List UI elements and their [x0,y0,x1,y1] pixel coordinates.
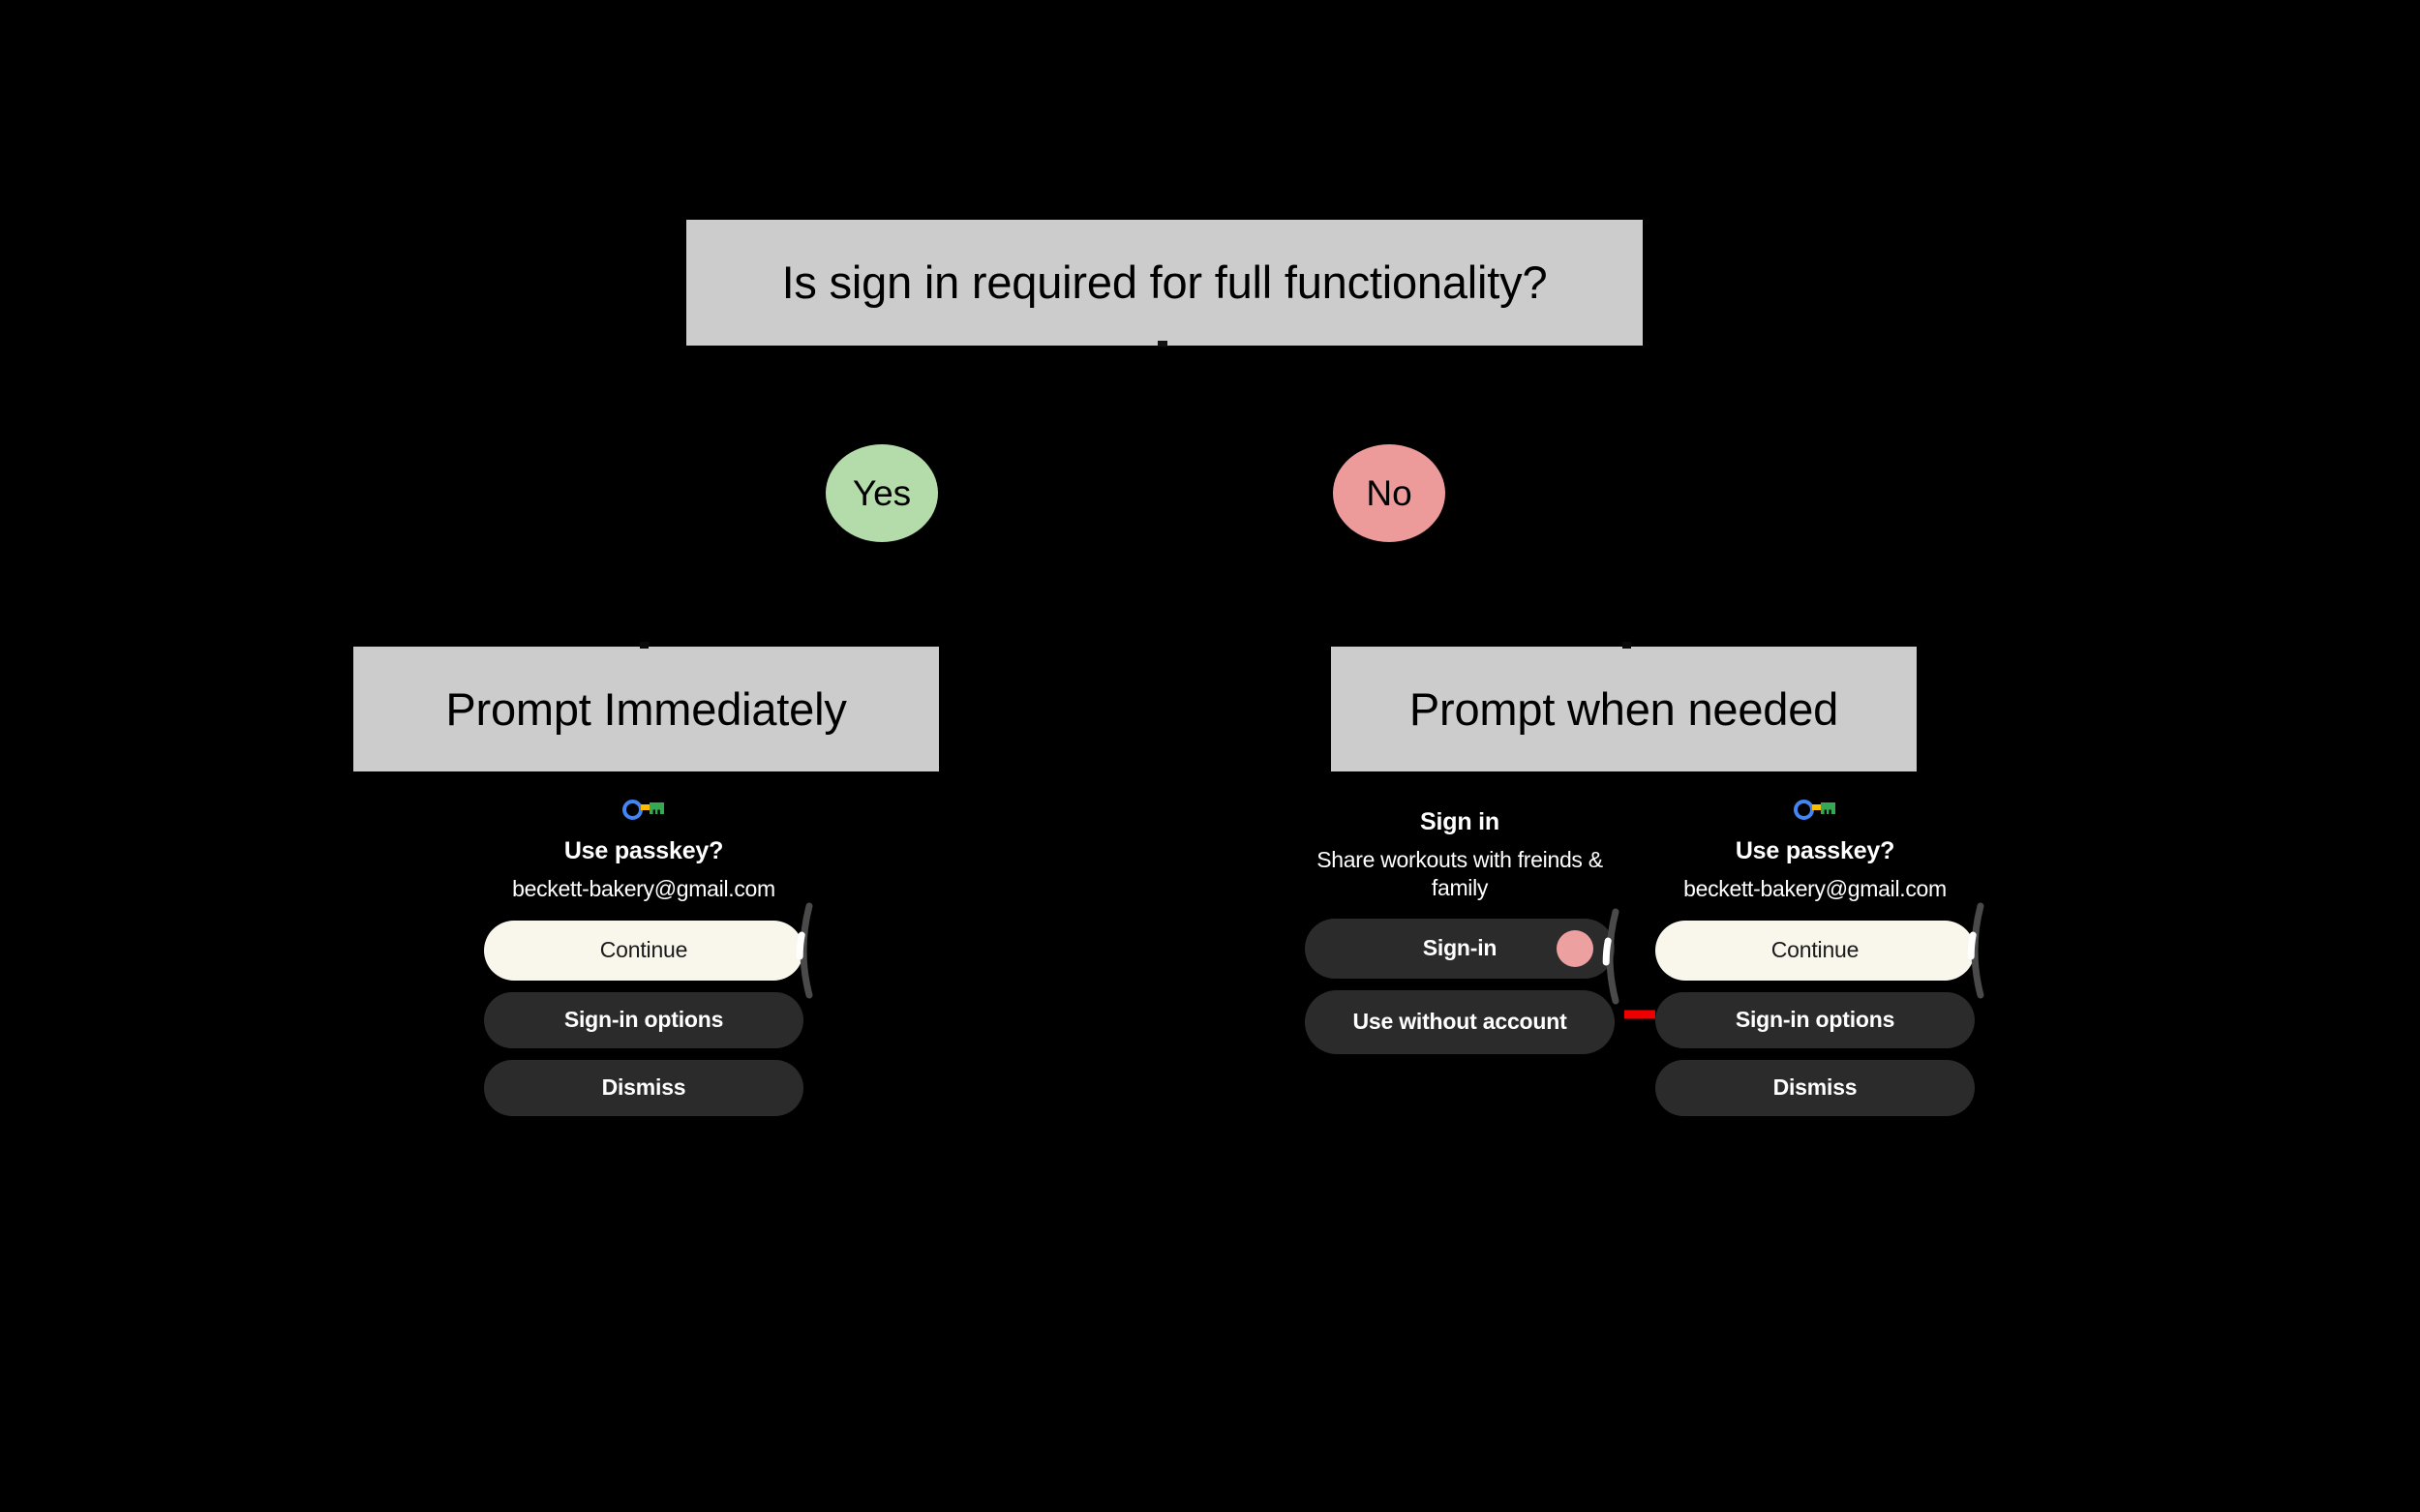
passkey-ring-icon [622,800,643,820]
connector-stub-right [1622,642,1631,649]
device-right-subtitle: beckett-bakery@gmail.com [1683,875,1947,901]
sign-in-badge-dot-icon [1557,930,1593,968]
continue-button[interactable]: Continue [484,920,803,981]
connector-stub-left [640,642,649,649]
passkey-shaft-icon [641,804,651,810]
scrollbar-middle[interactable] [1598,908,1623,1005]
dismiss-button[interactable]: Dismiss [484,1059,803,1116]
device-right-title: Use passkey? [1735,837,1895,864]
sign-in-button[interactable]: Sign-in [1305,919,1615,980]
google-passkey-icon [1794,799,1836,820]
passkey-head-icon [1821,802,1835,814]
device-left-subtitle: beckett-bakery@gmail.com [512,875,775,901]
branch-circle-no: No [1333,444,1445,542]
device-left-title: Use passkey? [563,837,724,864]
scrollbar-left[interactable] [792,902,817,999]
passkey-head-icon [650,802,664,814]
passkey-shaft-icon [1812,804,1823,810]
device-middle-subtitle: Share workouts with freinds & family [1316,846,1603,900]
outcome-box-prompt-when-needed: Prompt when needed [1331,647,1917,771]
device-middle-title: Sign in [1420,808,1499,835]
device-mockup-middle: Sign in Share workouts with freinds & fa… [1305,808,1615,1205]
device-mockup-right: Use passkey? beckett-bakery@gmail.com Co… [1655,799,1975,1292]
outcome-box-prompt-immediately: Prompt Immediately [353,647,939,771]
google-passkey-icon [622,799,665,820]
dismiss-button[interactable]: Dismiss [1655,1059,1975,1116]
decision-title-box: Is sign in required for full functionali… [686,220,1643,346]
use-without-account-button[interactable]: Use without account [1305,990,1615,1055]
scrollbar-right[interactable] [1963,902,1988,999]
passkey-ring-icon [1794,800,1814,820]
sign-in-options-button[interactable]: Sign-in options [484,991,803,1048]
branch-circle-yes: Yes [826,444,938,542]
sign-in-options-button[interactable]: Sign-in options [1655,991,1975,1048]
sign-in-button-label: Sign-in [1422,935,1497,961]
connector-stub-title [1158,341,1167,347]
device-mockup-left: Use passkey? beckett-bakery@gmail.com Co… [484,799,803,1292]
continue-button[interactable]: Continue [1655,920,1975,981]
